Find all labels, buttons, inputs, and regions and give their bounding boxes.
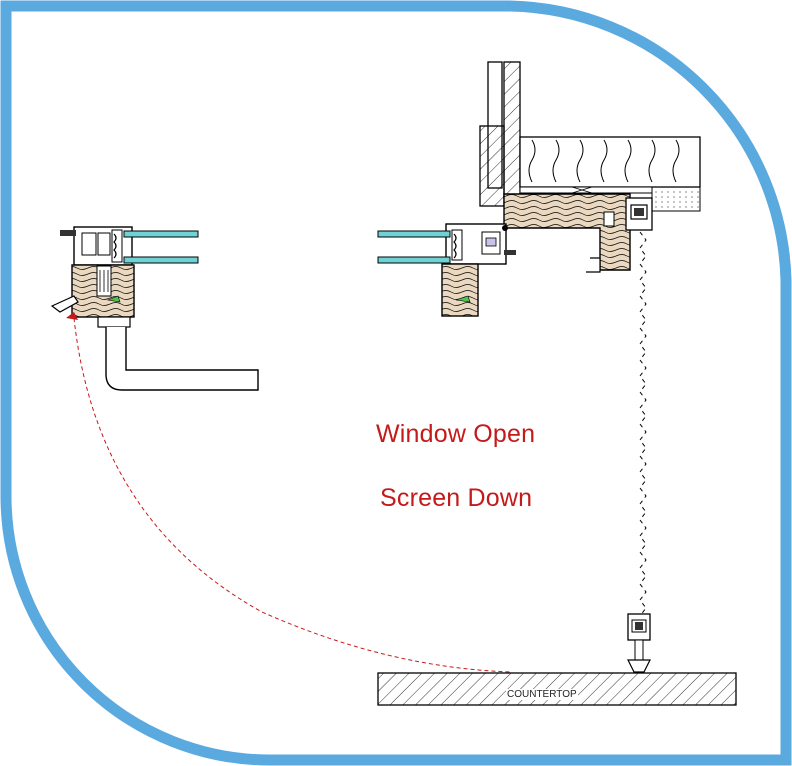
screen-cassette — [625, 197, 653, 231]
screen-state-label: Screen Down — [380, 484, 533, 512]
left-sash-section — [50, 226, 259, 391]
seal-icon — [106, 295, 121, 303]
screen-mesh — [639, 231, 647, 617]
right-sash-section — [377, 223, 516, 317]
glass-panes-right — [377, 230, 451, 264]
header-wood-block — [503, 193, 631, 273]
wall-section — [479, 61, 701, 212]
window-state-label: Window Open — [376, 420, 536, 448]
arrow-head-icon — [66, 312, 78, 320]
handle-outline — [105, 327, 259, 391]
seal-icon — [455, 295, 471, 303]
countertop-label: COUNTERTOP — [506, 689, 578, 700]
screen-bottom-bar — [627, 613, 651, 673]
glass-panes-left — [123, 230, 199, 264]
